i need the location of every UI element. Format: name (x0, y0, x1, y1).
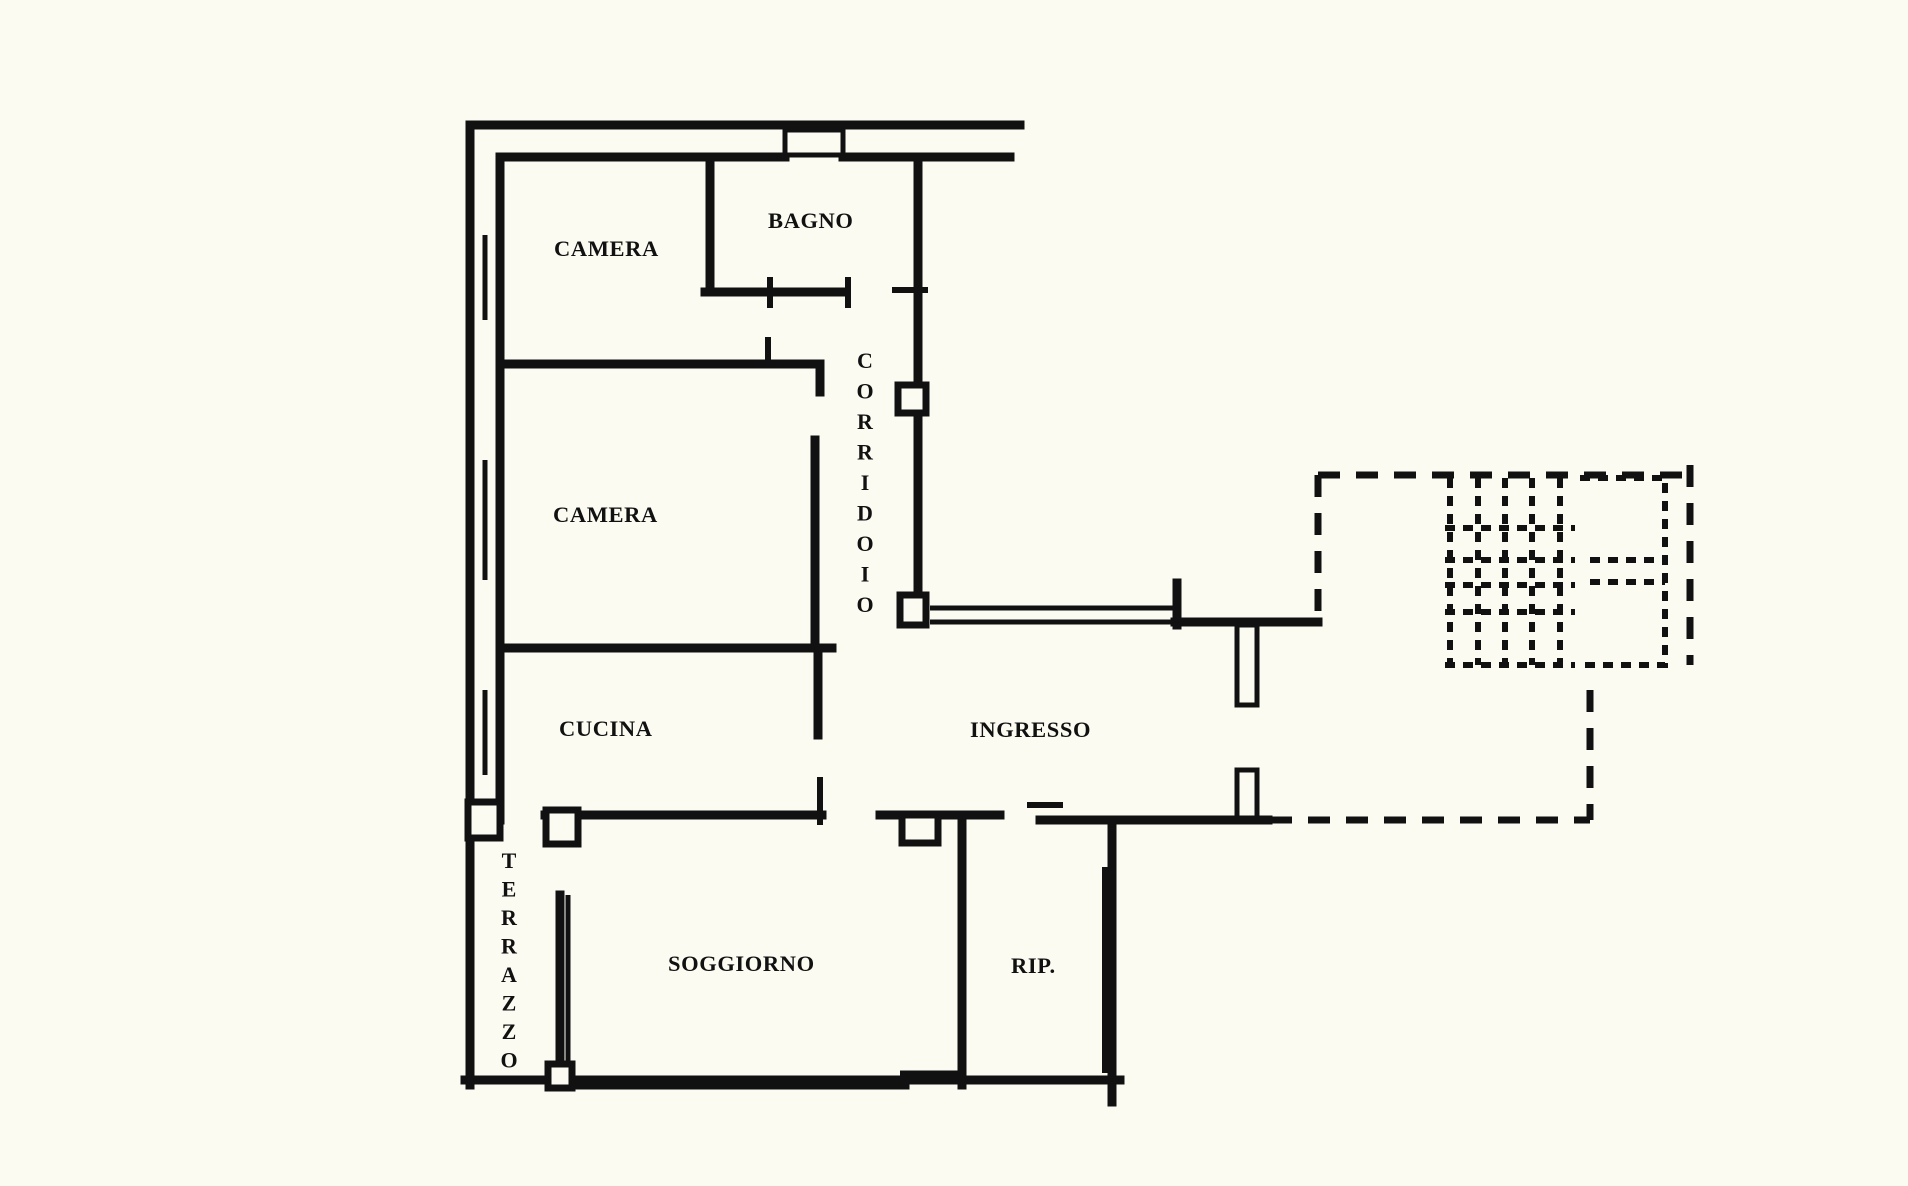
vertical-letter: R (857, 440, 874, 465)
vertical-letter: R (857, 409, 874, 434)
ingresso-walls (930, 578, 1323, 825)
vertical-letter: A (501, 962, 517, 987)
stairwell-dashed (1270, 465, 1694, 824)
cucina-walls (540, 777, 827, 848)
vertical-letter: O (856, 379, 873, 404)
vertical-letter: R (501, 905, 518, 930)
vertical-letter: Z (502, 991, 517, 1016)
corridoio-walls (892, 152, 930, 629)
label-ingresso: INGRESSO (970, 717, 1091, 742)
vertical-letter: E (502, 877, 517, 902)
vertical-letter: Z (502, 1019, 517, 1044)
bagno-walls (700, 155, 851, 308)
label-cucina: CUCINA (559, 716, 653, 741)
label-camera-mid: CAMERA (553, 502, 658, 527)
terrazzo-area (464, 795, 576, 1092)
label-soggiorno: SOGGIORNO (668, 951, 815, 976)
vertical-letter: I (861, 470, 870, 495)
vertical-letter: D (857, 501, 873, 526)
vertical-letter: C (857, 348, 873, 373)
vertical-letter: R (501, 934, 518, 959)
vertical-letter: O (856, 592, 873, 617)
vertical-letter: T (502, 848, 517, 873)
vertical-letter: O (500, 1048, 517, 1073)
soggiorno-walls (875, 802, 1267, 1090)
vertical-letter: I (861, 562, 870, 587)
label-bagno: BAGNO (768, 208, 854, 233)
label-rip: RIP. (1011, 953, 1056, 978)
label-camera-top: CAMERA (554, 236, 659, 261)
camera-dividers (495, 337, 837, 740)
room-labels: CAMERA BAGNO CAMERA CUCINA INGRESSO SOGG… (553, 208, 1091, 978)
vertical-letter: O (856, 531, 873, 556)
